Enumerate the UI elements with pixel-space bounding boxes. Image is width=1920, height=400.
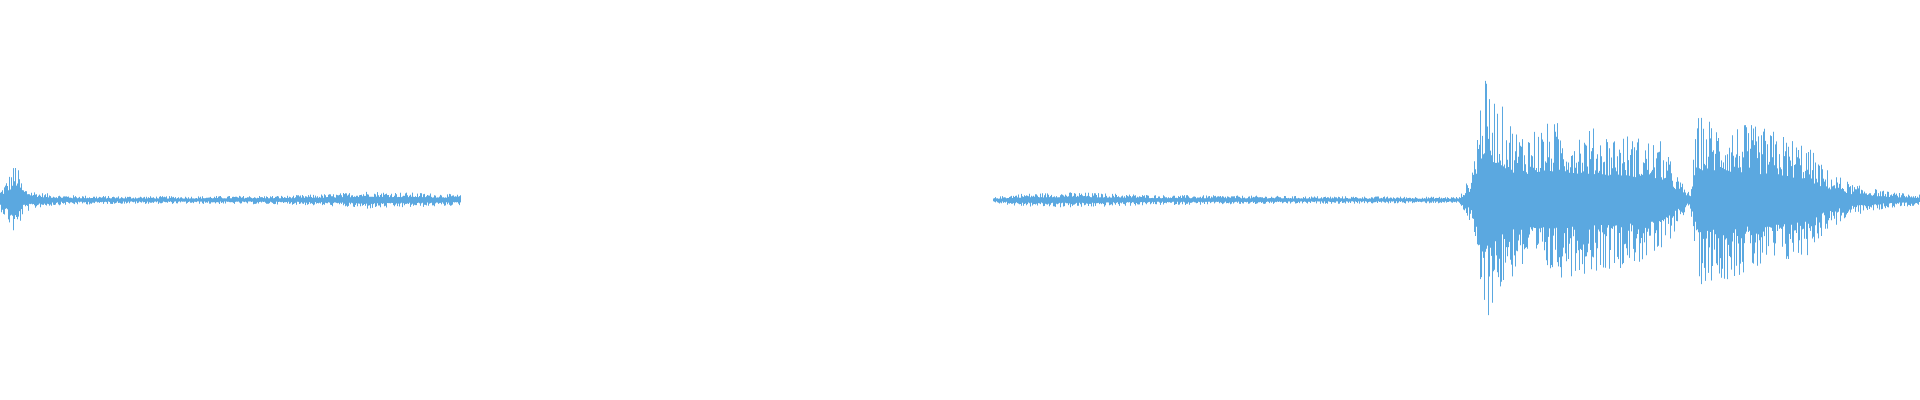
waveform-clip-2 (993, 80, 1920, 316)
waveform-bars (0, 80, 1920, 316)
waveform-clip-1 (0, 168, 461, 231)
